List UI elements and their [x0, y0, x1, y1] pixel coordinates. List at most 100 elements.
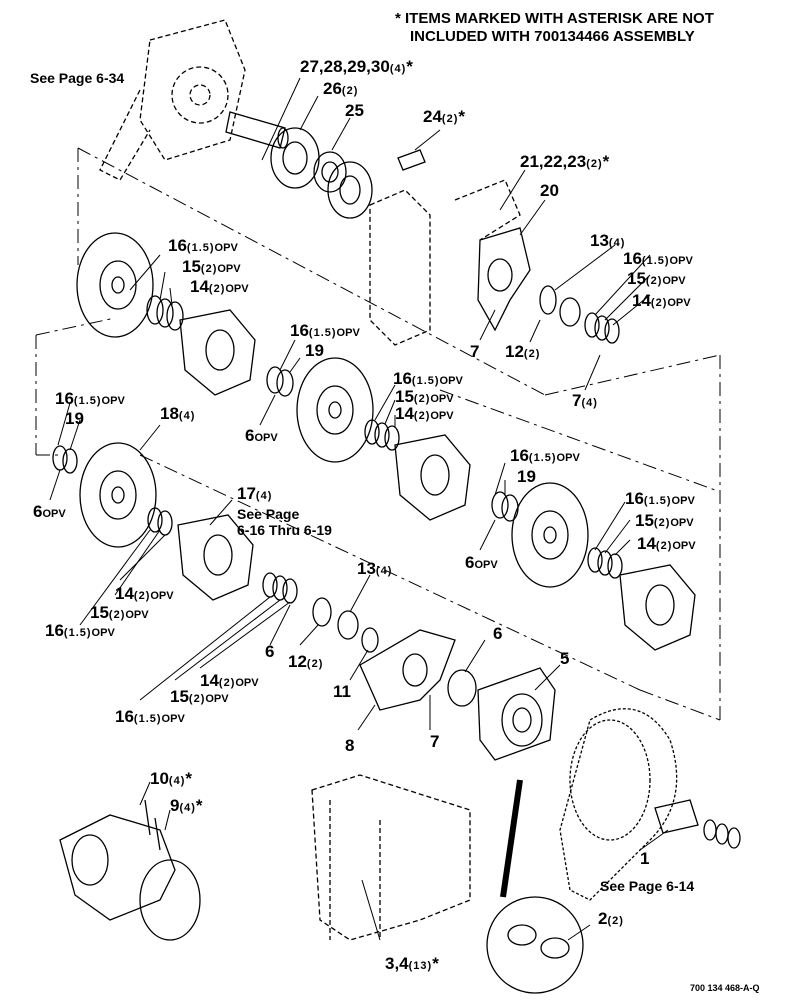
callout-qty: (2): [586, 158, 603, 170]
callout-suffix: OPV: [225, 283, 249, 295]
callout-number: 19: [305, 341, 324, 360]
rings-a: [146, 295, 184, 331]
reel-disc-1: [76, 232, 154, 338]
callout-number: 9: [170, 796, 180, 815]
see-page-6-14: See Page 6-14: [600, 878, 695, 894]
callout-qty: (2): [653, 517, 671, 529]
callout-qty: (2): [133, 590, 151, 602]
callout-26: 26(2): [323, 80, 358, 97]
callout-qty: (2): [523, 348, 541, 360]
shaft-top: [225, 111, 289, 149]
callout-number: 6: [493, 624, 503, 643]
bearing-housing-5: [477, 667, 556, 761]
callout-qty: (2): [607, 915, 624, 927]
callout-suffix: OPV: [254, 432, 278, 444]
callout-14-left-low: 14(2)OPV: [115, 585, 174, 602]
callout-suffix: OPV: [161, 713, 185, 725]
callout-5: 5: [560, 650, 569, 667]
callout-number: 15: [90, 603, 109, 622]
plate-20: [477, 227, 531, 332]
callout-qty: (2): [413, 410, 431, 422]
callout-16-left-low: 16(1.5)OPV: [45, 622, 115, 639]
reel-disc-4: [79, 442, 157, 548]
callout-number: 11: [333, 682, 351, 701]
callout-19-center: 19: [517, 468, 536, 485]
callout-6-mid: 6OPV: [245, 427, 278, 444]
callout-qty: (2): [306, 658, 324, 670]
sprocket-chain: [559, 708, 678, 901]
callout-13-lower: 13(4): [357, 560, 392, 577]
callout-number: 17: [237, 484, 256, 503]
callout-number: 12: [505, 342, 524, 361]
callout-number: 2: [598, 909, 608, 928]
callout-qty: (2): [650, 297, 668, 309]
callout-16-mid-upper: 16(1.5)OPV: [290, 322, 360, 339]
callout-qty: (1.5): [643, 495, 672, 507]
note-line-2: INCLUDED WITH 700134466 ASSEMBLY: [410, 28, 695, 45]
callout-suffix: OPV: [235, 677, 259, 689]
callout-16-left: 16(1.5)OPV: [55, 390, 125, 407]
callout-number: 15: [170, 687, 189, 706]
cam-assembly-4: [177, 514, 254, 601]
bushing-detail-circle: [486, 779, 584, 994]
callout-suffix: OPV: [669, 255, 693, 267]
callout-qty: (2): [108, 609, 126, 621]
callout-number: 14: [200, 671, 219, 690]
see-page-6-16-line2: 6-16 Thru 6-19: [237, 522, 332, 539]
frame-bottom: [311, 774, 471, 941]
callout-number: 16: [290, 321, 309, 340]
callout-qty: (4): [375, 565, 393, 577]
callout-27-30: 27,28,29,30(4)*: [300, 58, 413, 75]
callout-1: 1: [640, 850, 649, 867]
callout-number: 16: [168, 236, 187, 255]
callout-14-left-top: 14(2)OPV: [190, 278, 249, 295]
callout-number: 27,28,29,30: [300, 57, 390, 76]
callout-qty: (4): [581, 397, 598, 409]
callout-qty: (1.5): [186, 242, 215, 254]
callout-number: 7: [572, 391, 582, 410]
callout-suffix: OPV: [336, 327, 360, 339]
callout-qty: (4): [389, 63, 407, 75]
callout-number: 15: [627, 269, 646, 288]
callout-7-upper: 7: [470, 343, 479, 360]
callout-number: 16: [55, 389, 74, 408]
callout-number: 16: [625, 489, 644, 508]
callout-number: 14: [190, 277, 209, 296]
callout-16-top-right: 16(1.5)OPV: [623, 250, 693, 267]
callout-number: 13: [590, 231, 609, 250]
callout-number: 7: [430, 732, 440, 751]
callout-qty: (2): [655, 540, 673, 552]
callout-15-left-top: 15(2)OPV: [182, 258, 241, 275]
callout-number: 7: [470, 342, 480, 361]
callout-qty: (1.5): [308, 327, 337, 339]
callout-number: 8: [345, 736, 355, 755]
callout-number: 19: [65, 409, 84, 428]
callout-12-lower: 12(2): [288, 653, 323, 670]
callout-14-mid-right: 14(2)OPV: [395, 405, 454, 422]
callout-number: 14: [115, 584, 134, 603]
callout-7-lower: 7: [430, 733, 439, 750]
see-page-6-16: See Page 6-16 Thru 6-19: [237, 506, 332, 538]
callout-suffix: OPV: [101, 395, 125, 407]
shaft-1: [654, 799, 741, 849]
callout-qty: (2): [218, 677, 236, 689]
callout-qty: (1.5): [73, 395, 102, 407]
callout-18: 18(4): [160, 405, 195, 422]
callout-13-top: 13(4): [590, 232, 625, 249]
callout-suffix: OPV: [670, 517, 694, 529]
bearing-25: [313, 151, 347, 193]
callout-number: 6: [33, 502, 43, 521]
callout-suffix: OPV: [430, 410, 454, 422]
asterisk-note: * ITEMS MARKED WITH ASTERISK ARE NOT INC…: [395, 10, 714, 46]
callout-suffix: *: [458, 107, 465, 126]
gearbox-plate: [99, 19, 246, 181]
reel-disc-3: [511, 482, 589, 588]
callout-qty: (4): [179, 802, 196, 814]
leader-lines: [49, 77, 669, 941]
callout-number: 19: [517, 467, 536, 486]
callout-6-plate: 6: [493, 625, 502, 642]
callout-qty: (1.5): [528, 452, 557, 464]
callout-19-mid-upper: 19: [305, 342, 324, 359]
rings-g: [262, 572, 379, 653]
callout-qty: (2): [341, 85, 359, 97]
